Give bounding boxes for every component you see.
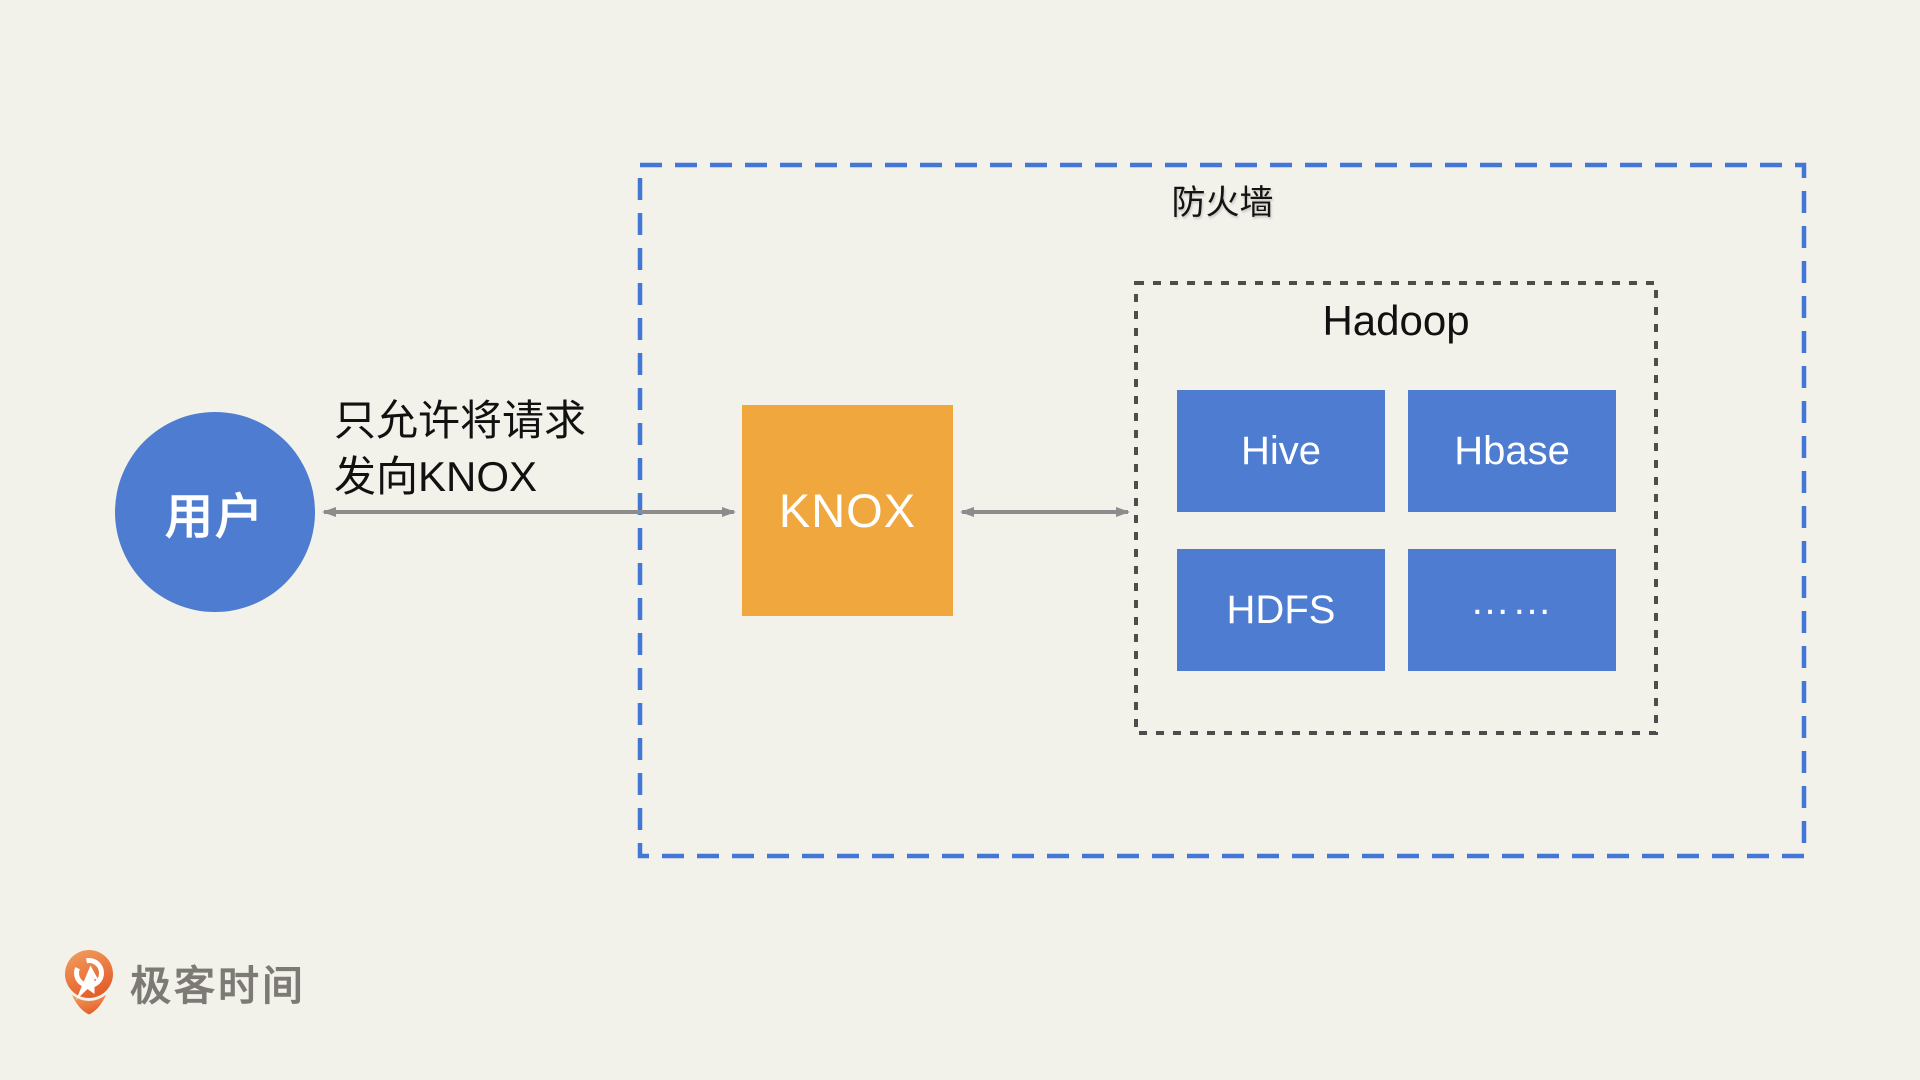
knox-node: KNOX bbox=[742, 405, 953, 616]
service-box-hbase: Hbase bbox=[1408, 390, 1616, 512]
service-label-hbase: Hbase bbox=[1454, 428, 1570, 473]
request-note-line2: 发向KNOX bbox=[334, 453, 538, 500]
service-box-hdfs: HDFS bbox=[1177, 549, 1385, 671]
firewall-label: 防火墙 bbox=[1171, 184, 1274, 222]
hadoop-label: Hadoop bbox=[1322, 297, 1470, 344]
service-box-hive: Hive bbox=[1177, 390, 1385, 512]
service-label-ellipsis: …… bbox=[1470, 578, 1554, 623]
user-node: 用户 bbox=[115, 412, 315, 612]
user-node-label: 用户 bbox=[164, 491, 265, 544]
request-note: 只允许将请求 发向KNOX bbox=[334, 393, 586, 505]
brand-name: 极客时间 bbox=[130, 963, 306, 1009]
service-box-ellipsis: …… bbox=[1408, 549, 1616, 671]
knox-node-label: KNOX bbox=[778, 484, 917, 537]
brand-footer: 极客时间 bbox=[62, 948, 306, 1016]
geektime-logo-icon bbox=[65, 950, 113, 1015]
service-label-hive: Hive bbox=[1240, 428, 1322, 473]
service-label-hdfs: HDFS bbox=[1226, 587, 1336, 632]
request-note-line1: 只允许将请求 bbox=[334, 397, 587, 444]
